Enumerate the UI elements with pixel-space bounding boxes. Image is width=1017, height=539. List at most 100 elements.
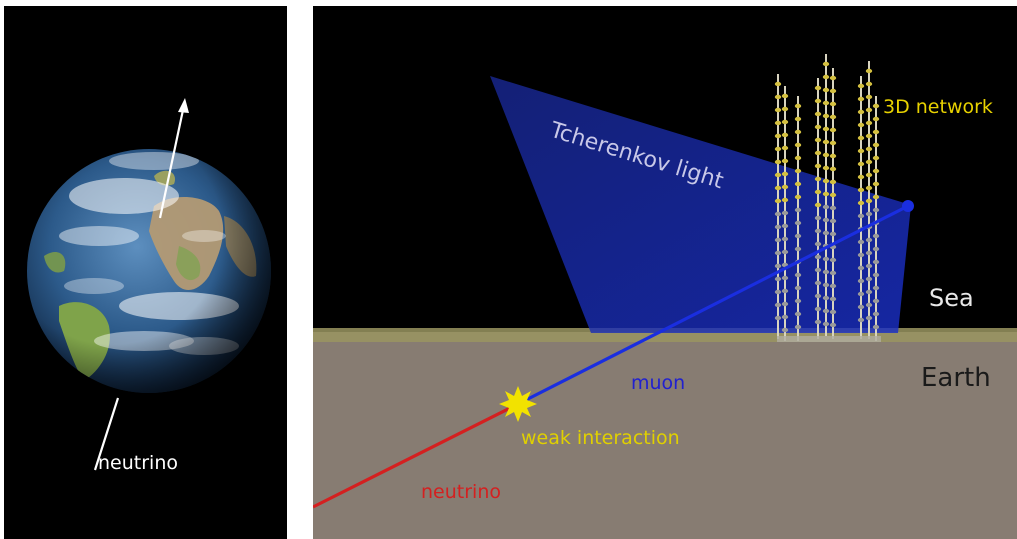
optical-module — [829, 114, 837, 120]
optical-module — [774, 198, 782, 204]
optical-module — [822, 139, 830, 145]
earth-globe — [27, 149, 271, 393]
optical-module — [781, 288, 789, 294]
optical-module — [872, 181, 880, 187]
optical-module — [865, 198, 873, 204]
optical-module — [814, 293, 822, 299]
optical-module — [822, 61, 830, 67]
optical-module — [822, 269, 830, 275]
optical-module — [814, 137, 822, 143]
optical-module — [774, 263, 782, 269]
optical-module — [822, 152, 830, 158]
optical-module — [814, 189, 822, 195]
optical-module — [829, 283, 837, 289]
optical-module — [774, 120, 782, 126]
muon-track-end — [902, 200, 914, 212]
optical-module — [814, 319, 822, 325]
optical-module — [814, 163, 822, 169]
optical-module — [857, 304, 865, 310]
optical-module — [814, 228, 822, 234]
optical-module — [794, 233, 802, 239]
optical-module — [872, 272, 880, 278]
optical-module — [774, 276, 782, 282]
optical-module — [781, 132, 789, 138]
optical-module — [814, 306, 822, 312]
optical-module — [857, 135, 865, 141]
optical-module — [865, 211, 873, 217]
optical-module — [857, 291, 865, 297]
optical-module — [794, 168, 802, 174]
optical-module — [781, 223, 789, 229]
weak-interaction-star-icon — [499, 386, 537, 422]
optical-module — [822, 282, 830, 288]
optical-module — [822, 295, 830, 301]
optical-module — [774, 146, 782, 152]
optical-module — [872, 324, 880, 330]
optical-module — [865, 68, 873, 74]
optical-module — [774, 94, 782, 100]
optical-module — [829, 192, 837, 198]
optical-module — [814, 176, 822, 182]
optical-module — [865, 94, 873, 100]
optical-module — [774, 302, 782, 308]
optical-module — [865, 185, 873, 191]
muon-label: muon — [631, 372, 685, 394]
neutrino-label-right: neutrino — [421, 481, 501, 503]
optical-module — [781, 314, 789, 320]
optical-module — [794, 181, 802, 187]
muon-track — [517, 204, 909, 406]
optical-module — [857, 122, 865, 128]
optical-module — [781, 327, 789, 333]
neutrino-label-left: neutrino — [98, 452, 178, 474]
optical-module — [865, 159, 873, 165]
optical-module — [865, 146, 873, 152]
optical-module — [872, 155, 880, 161]
optical-module — [822, 321, 830, 327]
optical-module — [781, 197, 789, 203]
optical-module — [814, 280, 822, 286]
optical-module — [857, 265, 865, 271]
optical-module — [794, 103, 802, 109]
optical-module — [814, 215, 822, 221]
optical-module — [872, 298, 880, 304]
optical-module — [794, 298, 802, 304]
network-label: 3D network — [883, 96, 993, 118]
optical-module — [781, 93, 789, 99]
optical-module — [814, 202, 822, 208]
optical-module — [829, 88, 837, 94]
optical-module — [814, 254, 822, 260]
optical-module — [794, 272, 802, 278]
optical-module — [822, 230, 830, 236]
optical-module — [865, 276, 873, 282]
optical-module — [857, 187, 865, 193]
optical-module — [872, 116, 880, 122]
optical-module — [814, 85, 822, 91]
optical-module — [774, 315, 782, 321]
optical-module — [865, 237, 873, 243]
optical-module — [857, 213, 865, 219]
optical-module — [857, 161, 865, 167]
optical-module — [794, 246, 802, 252]
optical-module — [865, 289, 873, 295]
optical-module — [774, 185, 782, 191]
optical-module — [829, 309, 837, 315]
optical-module — [774, 250, 782, 256]
optical-module — [781, 210, 789, 216]
optical-module — [872, 207, 880, 213]
optical-module — [872, 246, 880, 252]
optical-module — [781, 171, 789, 177]
optical-module — [774, 107, 782, 113]
optical-module — [814, 111, 822, 117]
optical-module — [829, 127, 837, 133]
optical-module — [781, 184, 789, 190]
earth-label: Earth — [921, 363, 991, 393]
optical-module — [857, 83, 865, 89]
optical-module — [865, 120, 873, 126]
optical-module — [794, 285, 802, 291]
optical-module — [829, 166, 837, 172]
optical-module — [822, 308, 830, 314]
optical-module — [829, 205, 837, 211]
optical-module — [794, 311, 802, 317]
optical-module — [822, 256, 830, 262]
seabed-earth — [313, 332, 1017, 539]
